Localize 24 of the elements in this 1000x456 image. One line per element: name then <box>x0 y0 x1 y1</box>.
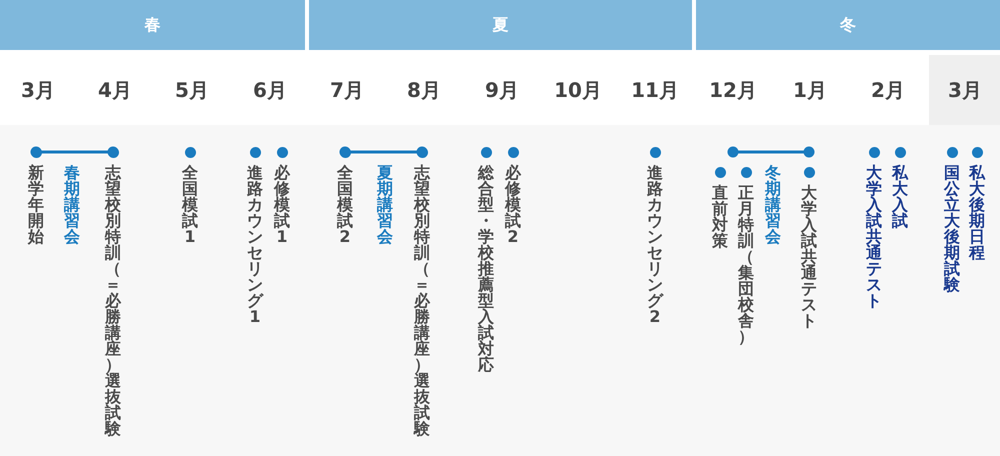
month-header: 3月 <box>929 55 1000 125</box>
season-header: 春 <box>0 0 305 50</box>
event-label: 大学入試共通テスト <box>800 185 818 329</box>
season-header: 夏 <box>309 0 692 50</box>
event-label: 必修模試2 <box>504 165 522 245</box>
event-label: 志望校別特訓（＝必勝講座）選抜試験 <box>413 165 431 437</box>
season-header: 冬 <box>696 0 1000 50</box>
event-label: 直前対策 <box>711 185 729 249</box>
event-label: 夏期講習会 <box>376 165 394 245</box>
event-label: 全国模試2 <box>336 165 354 245</box>
event-label: 冬期講習会 <box>764 165 782 245</box>
event-label: 必修模試1 <box>273 165 291 245</box>
event-label: 全国模試1 <box>181 165 199 245</box>
event-label: 国公立大後期試験 <box>943 165 961 293</box>
event-label: 総合型・学校推薦型入試対応 <box>477 165 495 373</box>
event-label: 進路カウンセリング1 <box>246 165 264 325</box>
event-label: 私大後期日程 <box>968 165 986 261</box>
event-label: 正月特訓（集団校舎） <box>737 185 755 345</box>
event-label: 進路カウンセリング2 <box>646 165 664 325</box>
event-label: 私大入試 <box>891 165 909 229</box>
event-label: 志望校別特訓（＝必勝講座）選抜試験 <box>104 165 122 437</box>
event-label: 新学年開始 <box>27 165 45 245</box>
event-label: 春期講習会 <box>63 165 81 245</box>
event-label: 大学入試共通テスト <box>865 165 883 309</box>
